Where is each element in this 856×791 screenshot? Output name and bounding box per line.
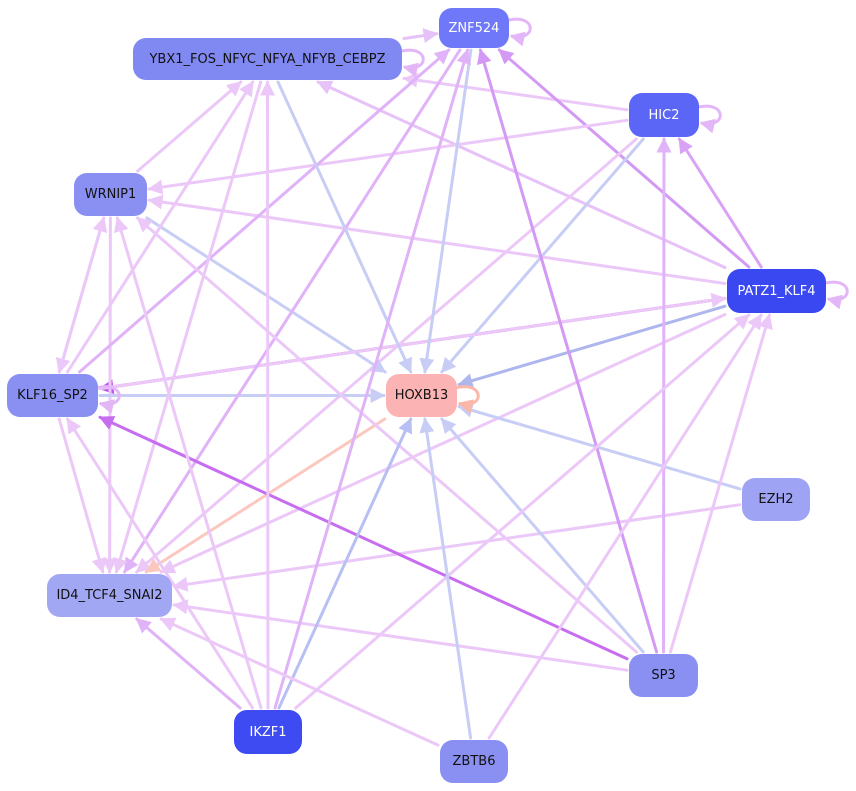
edge-zbtb6-to-patz1-klf4: [487, 313, 763, 740]
edge-znf524-to-id4: [123, 48, 462, 574]
edge-sp3-to-hic2: [656, 137, 672, 654]
node-patz1-klf4[interactable]: PATZ1_KLF4: [727, 269, 826, 313]
edge-ikzf1-to-wrnip1: [113, 216, 263, 710]
node-ezh2[interactable]: EZH2: [742, 478, 810, 521]
node-hoxb13[interactable]: HOXB13: [386, 374, 457, 417]
edge-sp3-to-klf16-sp2: [98, 415, 629, 661]
node-ybx1-fos-nfyc-nfya-nfyb-cebpz[interactable]: YBX1_FOS_NFYC_NFYA_NFYB_CEBPZ: [133, 38, 402, 80]
edge-ybx1-to-znf524: [402, 28, 439, 44]
self-loop-klf16-sp2: [97, 385, 121, 414]
edge-hic2-to-ybx1: [402, 72, 629, 112]
edge-zbtb6-to-hoxb13: [419, 417, 473, 740]
edge-wrnip1-to-ybx1: [136, 80, 243, 173]
edge-klf16-sp2-to-wrnip1: [57, 216, 108, 374]
node-id4-tcf4-snai2[interactable]: ID4_TCF4_SNAI2: [47, 574, 172, 617]
edge-ezh2-to-id4: [172, 503, 742, 592]
edge-hic2-to-hoxb13: [440, 137, 645, 374]
edge-sp3-to-znf524: [476, 48, 659, 654]
node-ikzf1[interactable]: IKZF1: [234, 710, 302, 754]
edge-zbtb6-to-id4: [159, 617, 440, 747]
edge-patz1-klf4-to-id4: [159, 313, 727, 574]
edge-sp3-to-id4: [172, 599, 629, 672]
self-loop-znf524: [508, 17, 532, 47]
node-zbtb6[interactable]: ZBTB6: [440, 740, 508, 783]
edge-ikzf1-to-patz1-klf4: [294, 313, 751, 710]
edge-hoxb13-to-id4: [144, 417, 387, 574]
edge-sp3-to-wrnip1: [136, 216, 638, 654]
node-klf16-sp2[interactable]: KLF16_SP2: [7, 374, 98, 417]
edge-patz1-klf4-to-ybx1: [316, 80, 727, 269]
node-wrnip1[interactable]: WRNIP1: [74, 173, 147, 216]
edge-hic2-to-id4: [135, 137, 638, 574]
edge-ybx1-to-id4: [113, 80, 263, 574]
edge-klf16-sp2-to-id4: [57, 417, 107, 574]
edge-hic2-to-wrnip1: [147, 118, 629, 195]
edge-patz1-klf4-to-wrnip1: [147, 194, 727, 285]
node-znf524[interactable]: ZNF524: [439, 8, 509, 48]
edge-ezh2-to-hoxb13: [457, 403, 742, 491]
edge-znf524-to-hoxb13: [419, 48, 473, 374]
edge-klf16-sp2-to-ybx1: [66, 80, 255, 374]
edge-ybx1-to-hoxb13: [276, 80, 413, 374]
self-loop-hoxb13: [456, 385, 480, 414]
edge-patz1-klf4-to-znf524: [497, 48, 751, 269]
edge-klf16-sp2-to-patz1-klf4: [98, 292, 727, 391]
edge-ikzf1-to-hoxb13: [277, 417, 413, 710]
node-hic2[interactable]: HIC2: [629, 93, 699, 137]
edge-patz1-klf4-to-hic2: [677, 137, 763, 269]
self-loop-hic2: [698, 104, 722, 134]
edge-ikzf1-to-ybx1: [260, 80, 276, 710]
edge-ikzf1-to-id4: [135, 617, 242, 710]
edge-sp3-to-patz1-klf4: [668, 313, 773, 654]
edge-sp3-to-hoxb13: [440, 417, 645, 654]
edge-wrnip1-to-hoxb13: [145, 216, 387, 374]
self-loop-patz1-klf4: [825, 280, 849, 310]
edge-patz1-klf4-to-hoxb13: [457, 304, 727, 388]
edge-ikzf1-to-znf524: [273, 48, 472, 710]
self-loop-ybx1: [401, 48, 425, 78]
edge-ikzf1-to-klf16-sp2: [66, 417, 255, 710]
node-sp3[interactable]: SP3: [629, 654, 698, 697]
edge-klf16-sp2-to-znf524: [78, 48, 451, 374]
